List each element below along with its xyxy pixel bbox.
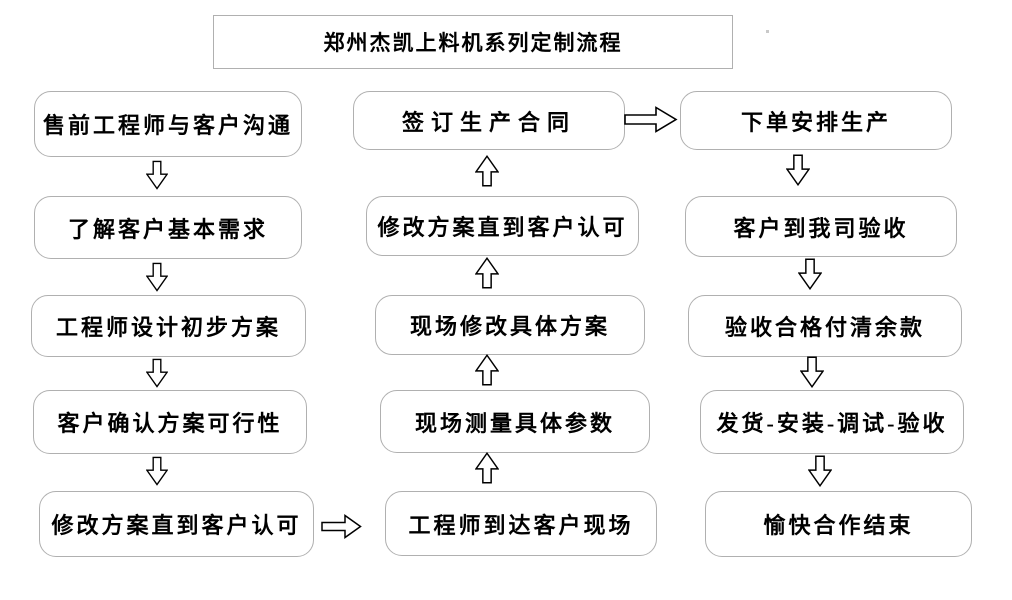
node-presale-communication: 售前工程师与客户沟通 bbox=[34, 91, 302, 157]
arrow-down-icon bbox=[808, 455, 832, 487]
arrow-up-icon bbox=[475, 352, 499, 388]
arrow-up-icon bbox=[475, 450, 499, 486]
stray-dot bbox=[766, 30, 769, 33]
node-ship-install-debug-accept: 发货-安装-调试-验收 bbox=[700, 390, 964, 454]
node-measure-parameters: 现场测量具体参数 bbox=[380, 390, 650, 453]
node-engineer-arrives-site: 工程师到达客户现场 bbox=[385, 491, 657, 556]
arrow-down-icon bbox=[786, 154, 810, 186]
node-modify-onsite-plan: 现场修改具体方案 bbox=[375, 295, 645, 355]
node-revise-until-approved: 修改方案直到客户认可 bbox=[39, 491, 314, 557]
node-sign-contract: 签订生产合同 bbox=[353, 91, 625, 150]
node-place-order-production: 下单安排生产 bbox=[680, 91, 952, 150]
node-cooperation-end: 愉快合作结束 bbox=[705, 491, 972, 557]
arrow-down-icon bbox=[146, 358, 168, 388]
arrow-right-icon bbox=[321, 514, 362, 539]
arrow-down-icon bbox=[146, 160, 168, 190]
node-customer-acceptance-visit: 客户到我司验收 bbox=[685, 196, 957, 257]
node-pay-balance: 验收合格付清余款 bbox=[688, 295, 962, 357]
arrow-up-icon bbox=[475, 153, 499, 189]
node-understand-requirements: 了解客户基本需求 bbox=[34, 196, 302, 259]
node-preliminary-design: 工程师设计初步方案 bbox=[31, 295, 306, 357]
arrow-down-icon bbox=[798, 258, 822, 290]
arrow-down-icon bbox=[146, 456, 168, 486]
arrow-down-icon bbox=[800, 356, 824, 388]
arrow-right-icon bbox=[624, 106, 678, 133]
arrow-up-icon bbox=[475, 255, 499, 291]
arrow-down-icon bbox=[146, 262, 168, 292]
node-revise-until-approved-2: 修改方案直到客户认可 bbox=[366, 196, 639, 256]
flowchart-title: 郑州杰凯上料机系列定制流程 bbox=[213, 15, 733, 69]
node-confirm-feasibility: 客户确认方案可行性 bbox=[33, 390, 307, 454]
